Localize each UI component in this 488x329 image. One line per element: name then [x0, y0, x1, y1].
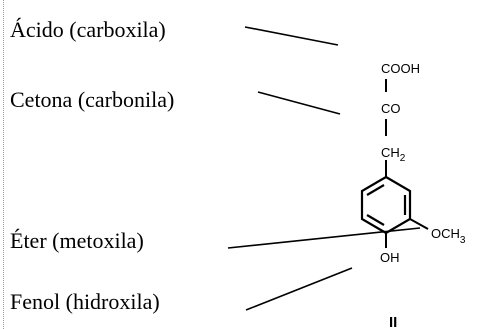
pointer-line-phenol — [245, 267, 353, 311]
group-cooh: COOH — [381, 61, 420, 76]
double-bond-3 — [366, 214, 385, 226]
double-bond-1 — [366, 184, 385, 196]
structure-number: II — [389, 314, 397, 329]
group-oh: OH — [380, 250, 400, 265]
bond-ring-och3 — [409, 218, 429, 230]
group-och3: OCH3 — [431, 226, 466, 246]
label-ether-methoxyl: Éter (metoxila) — [10, 228, 144, 253]
group-co: CO — [381, 101, 401, 116]
label-phenol-hydroxyl: Fenol (hidroxila) — [10, 289, 160, 314]
label-ketone-carbonyl: Cetona (carbonila) — [10, 87, 175, 112]
pointer-line-ketone — [257, 91, 341, 115]
left-dotted-border — [3, 0, 4, 329]
benzene-ring — [360, 175, 412, 235]
group-ch2: CH2 — [381, 145, 406, 164]
pointer-line-acid — [244, 26, 339, 46]
label-acid-carboxyl: Ácido (carboxila) — [10, 17, 166, 42]
